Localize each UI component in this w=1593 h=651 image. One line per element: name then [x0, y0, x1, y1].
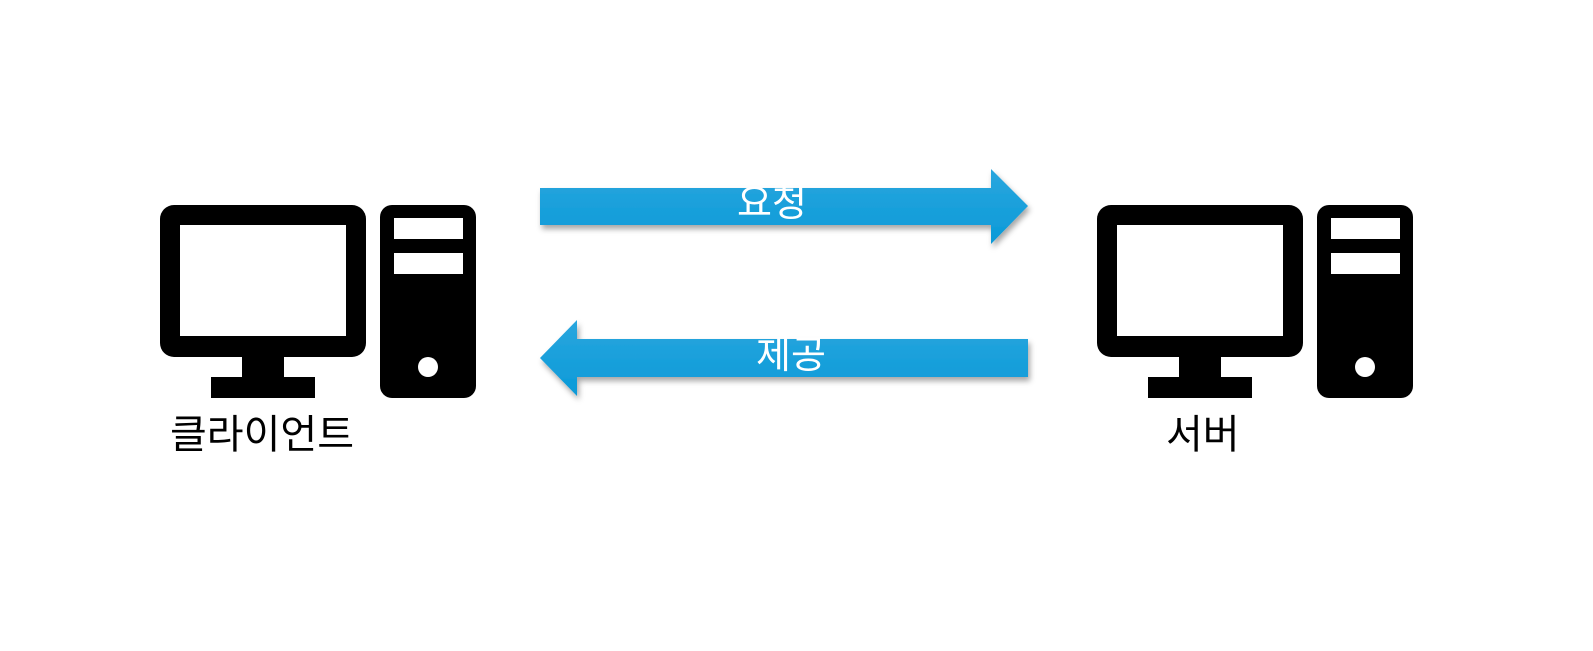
server-label: 서버 — [1166, 412, 1240, 458]
request-label: 요청 — [737, 181, 807, 225]
client-label: 클라이언트 — [170, 412, 354, 458]
provide-arrow — [540, 320, 1030, 398]
client-computer-icon — [160, 205, 478, 399]
request-arrow — [540, 168, 1030, 246]
server-computer-icon — [1097, 205, 1415, 399]
provide-label: 제공 — [756, 333, 826, 377]
